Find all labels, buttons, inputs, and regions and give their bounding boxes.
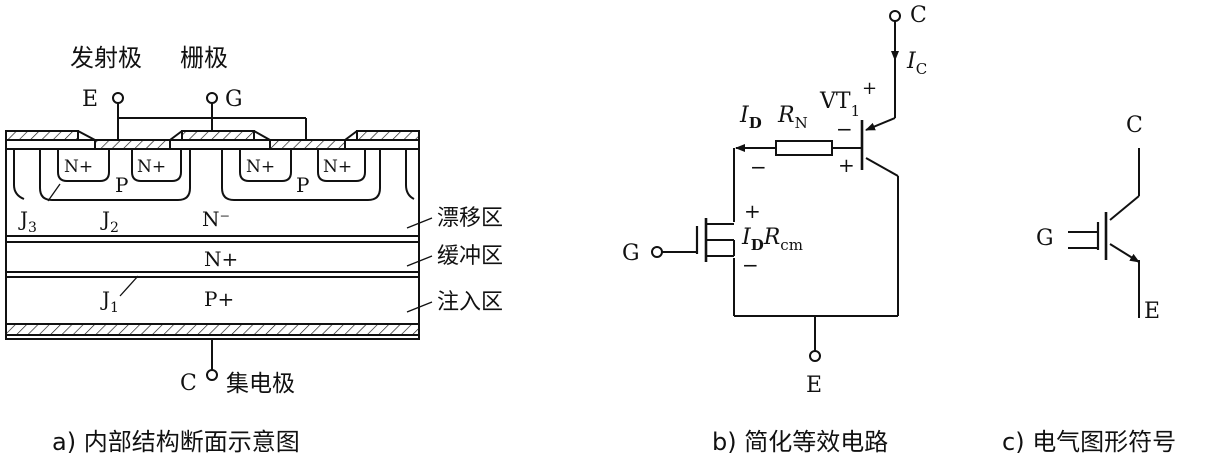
drift-leader bbox=[406, 217, 433, 229]
j1-leader bbox=[119, 275, 139, 297]
vdrop-label: IDRcm bbox=[741, 225, 803, 254]
n-plus-source-1 bbox=[57, 149, 110, 182]
cross-section-diagram bbox=[5, 92, 433, 381]
minus-mid: − bbox=[742, 253, 759, 277]
equivalent-circuit-labels: C IC ID RN VT1 + − − + + IDRcm − G E b) … bbox=[622, 3, 927, 456]
vt1-collector-lower bbox=[865, 157, 899, 177]
plus-top: + bbox=[862, 78, 877, 99]
n-plus-source-4 bbox=[317, 149, 366, 182]
j3-leader bbox=[47, 183, 61, 202]
equivalent-circuit bbox=[651, 10, 901, 362]
gate-electrode-1 bbox=[94, 139, 171, 150]
n-plus-label-1: N+ bbox=[64, 157, 93, 177]
inject-leader bbox=[406, 301, 433, 313]
p-plus-label: P+ bbox=[204, 287, 234, 311]
circuit-e-terminal-dot bbox=[809, 350, 821, 362]
symbol-g-label: G bbox=[1036, 226, 1054, 251]
vt1-emitter-upper bbox=[865, 117, 896, 131]
p-well-1 bbox=[39, 149, 191, 201]
circuit-e-label: E bbox=[806, 373, 822, 398]
circuit-c-terminal-dot bbox=[889, 10, 901, 22]
edge-curl-left bbox=[13, 149, 25, 200]
gate-electrode-2 bbox=[269, 139, 346, 150]
caption-a: a) 内部结构断面示意图 bbox=[52, 428, 300, 456]
n-minus-label: N⁻ bbox=[202, 207, 230, 231]
edge-curl-right bbox=[405, 149, 415, 200]
top-hatch-strip-1 bbox=[5, 130, 79, 141]
rn-label: RN bbox=[777, 103, 808, 132]
p-well-2 bbox=[221, 149, 381, 201]
plus-mid: + bbox=[744, 199, 761, 223]
n-plus-source-2 bbox=[131, 149, 182, 182]
circuit-c-label: C bbox=[910, 3, 927, 28]
top-hatch-strip-3 bbox=[356, 130, 420, 141]
igbt-symbol-labels: C G E c) 电气图形符号 bbox=[1002, 113, 1176, 456]
top-hatch-strip-2 bbox=[181, 130, 255, 141]
p-region-label-2: P bbox=[296, 173, 309, 197]
terminal-e-label: E bbox=[82, 87, 98, 112]
n-plus-buffer-label: N+ bbox=[204, 247, 238, 271]
ic-label: IC bbox=[906, 49, 927, 78]
p-region-label-1: P bbox=[115, 173, 128, 197]
emitter-label: 发射极 bbox=[70, 44, 142, 72]
symbol-e-label: E bbox=[1144, 299, 1160, 324]
junction-j2-label: J2 bbox=[100, 207, 119, 236]
caption-b: b) 简化等效电路 bbox=[712, 428, 888, 456]
inject-region-label: 注入区 bbox=[437, 290, 503, 315]
circuit-g-label: G bbox=[622, 241, 640, 266]
id-label: ID bbox=[739, 103, 762, 132]
top-steps bbox=[77, 130, 358, 141]
n-plus-label-2: N+ bbox=[137, 157, 166, 177]
vt1-label: VT1 bbox=[819, 89, 860, 120]
n-plus-source-3 bbox=[239, 149, 292, 182]
n-plus-label-3: N+ bbox=[246, 157, 275, 177]
symbol-collector-diag bbox=[1109, 195, 1140, 221]
caption-c: c) 电气图形符号 bbox=[1002, 428, 1176, 456]
circuit-g-terminal-dot bbox=[651, 246, 663, 258]
minus-left: − bbox=[750, 155, 767, 179]
collector-label: 集电极 bbox=[226, 371, 295, 397]
symbol-c-label: C bbox=[1126, 113, 1143, 138]
n-plus-label-4: N+ bbox=[323, 157, 352, 177]
terminal-g-label: G bbox=[225, 87, 243, 112]
drift-region-label: 漂移区 bbox=[437, 206, 503, 231]
collector-metal bbox=[5, 323, 420, 336]
emitter-terminal-dot bbox=[112, 92, 124, 104]
terminal-c-label: C bbox=[180, 371, 197, 396]
buffer-region-label: 缓冲区 bbox=[437, 244, 503, 269]
symbol-emitter-diag bbox=[1109, 243, 1140, 263]
gate-terminal-dot bbox=[206, 92, 218, 104]
buffer-leader bbox=[406, 255, 433, 267]
cross-section-labels: 发射极 栅极 E G N+ N+ N+ N+ P P J3 J2 N⁻ N+ J… bbox=[18, 44, 503, 456]
minus-top: − bbox=[836, 117, 853, 141]
gate-label: 栅极 bbox=[180, 44, 228, 72]
junction-j1-label: J1 bbox=[100, 287, 119, 316]
plus-right: + bbox=[838, 153, 855, 177]
junction-j3-label: J3 bbox=[18, 207, 37, 236]
igbt-symbol bbox=[1068, 148, 1140, 318]
collector-terminal-dot bbox=[206, 369, 218, 381]
resistor-rn bbox=[775, 140, 833, 156]
